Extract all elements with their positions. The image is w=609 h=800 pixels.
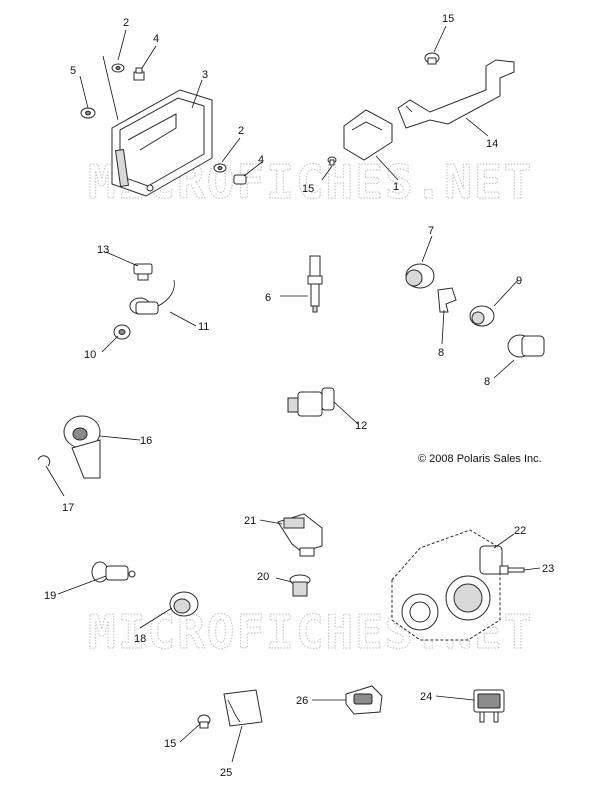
part-switch-26 <box>345 685 383 715</box>
callout-15-top: 15 <box>442 13 454 25</box>
part-temp-sensor <box>287 387 335 417</box>
part-washer-2a <box>111 63 125 73</box>
part-ecu-module <box>111 89 213 197</box>
callout-15-mid: 15 <box>302 183 314 195</box>
callout-18: 18 <box>134 633 146 645</box>
callout-8-right: 8 <box>484 376 490 388</box>
part-rocker-switch <box>473 689 505 723</box>
callout-3: 3 <box>202 69 208 81</box>
part-cap-7 <box>405 263 435 289</box>
part-ring-9 <box>469 305 495 327</box>
callout-25: 25 <box>220 767 232 779</box>
callout-1: 1 <box>393 181 399 193</box>
callout-12: 12 <box>355 420 367 432</box>
callout-10: 10 <box>84 349 96 361</box>
part-washer-5 <box>80 107 96 119</box>
callout-4-top: 4 <box>153 33 159 45</box>
part-control-module <box>343 109 393 161</box>
part-push-pin-mid <box>327 156 337 166</box>
part-clip-8 <box>437 287 457 313</box>
callout-17: 17 <box>62 502 74 514</box>
part-bolt-4a <box>133 67 145 81</box>
part-nut-10 <box>113 324 131 340</box>
callout-2-mid: 2 <box>238 125 244 137</box>
callout-14: 14 <box>486 138 498 150</box>
part-map-sensor <box>277 513 323 557</box>
callout-21: 21 <box>244 515 256 527</box>
callout-23: 23 <box>542 563 554 575</box>
callout-24: 24 <box>420 691 432 703</box>
callout-19: 19 <box>44 590 56 602</box>
part-screw-bottom <box>197 714 211 729</box>
callout-15-bottom: 15 <box>164 738 176 750</box>
part-socket <box>169 591 199 617</box>
part-sensor-wire <box>129 279 175 315</box>
callout-6: 6 <box>265 292 271 304</box>
part-connector-8 <box>507 334 545 358</box>
callout-5: 5 <box>70 65 76 77</box>
part-knock-sensor <box>63 415 101 479</box>
callout-16: 16 <box>140 435 152 447</box>
part-push-pin-top <box>424 52 440 65</box>
part-bolt-4b <box>233 174 247 185</box>
callout-2-top: 2 <box>123 17 129 29</box>
part-circlip <box>37 455 51 467</box>
part-bolt-23 <box>499 565 525 575</box>
callout-11: 11 <box>198 321 209 333</box>
callout-4-mid: 4 <box>258 154 264 166</box>
part-sensor-fitting <box>289 574 311 597</box>
callout-7: 7 <box>428 225 434 237</box>
callout-22: 22 <box>514 525 526 537</box>
part-bracket <box>397 59 515 129</box>
callout-9: 9 <box>516 275 522 287</box>
copyright-text: © 2008 Polaris Sales Inc. <box>418 453 542 465</box>
callout-8-left: 8 <box>438 347 444 359</box>
part-bolt-13 <box>133 263 153 281</box>
callout-13: 13 <box>97 244 109 256</box>
leader-lines <box>45 25 541 763</box>
callout-26: 26 <box>296 695 308 707</box>
part-washer-2b <box>213 163 227 173</box>
callout-20: 20 <box>257 571 269 583</box>
part-sensor-probe <box>307 255 323 313</box>
callout-labels: 2 4 5 3 2 4 15 14 15 1 7 9 13 6 11 10 8 … <box>44 13 554 779</box>
part-relay <box>223 689 263 727</box>
part-throttle-body <box>391 529 503 641</box>
